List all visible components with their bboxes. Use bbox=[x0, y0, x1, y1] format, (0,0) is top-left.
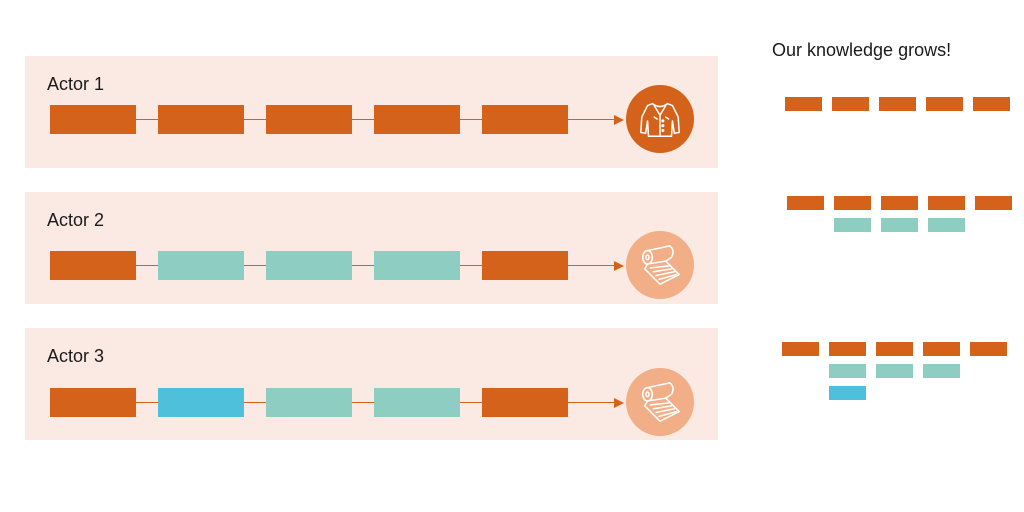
flow-arrowhead bbox=[614, 114, 624, 125]
knowledge-block-teal bbox=[881, 218, 918, 232]
knowledge-block-orange bbox=[834, 196, 871, 210]
process-step-orange bbox=[158, 104, 244, 134]
knowledge-block-orange bbox=[876, 342, 913, 356]
fabric-roll-icon bbox=[626, 231, 694, 299]
knowledge-block-orange bbox=[829, 342, 866, 356]
process-step-orange bbox=[50, 387, 136, 417]
knowledge-block-orange bbox=[926, 97, 963, 111]
knowledge-title: Our knowledge grows! bbox=[772, 40, 952, 60]
knowledge-block-orange bbox=[928, 196, 965, 210]
knowledge-block-orange bbox=[879, 97, 916, 111]
flow-arrowhead bbox=[614, 397, 624, 408]
knowledge-block-orange bbox=[973, 97, 1010, 111]
knowledge-block-orange bbox=[970, 342, 1007, 356]
flow-arrowhead bbox=[614, 260, 624, 271]
actor-panel-3: Actor 3 bbox=[25, 328, 718, 440]
actor-label: Actor 2 bbox=[47, 210, 105, 230]
knowledge-block-orange bbox=[787, 196, 824, 210]
jacket-icon bbox=[626, 85, 694, 153]
process-step-teal bbox=[266, 387, 352, 417]
knowledge-block-orange bbox=[975, 196, 1012, 210]
knowledge-block-orange bbox=[923, 342, 960, 356]
knowledge-block-orange bbox=[832, 97, 869, 111]
actor-label: Actor 3 bbox=[47, 346, 105, 366]
knowledge-block-orange bbox=[782, 342, 819, 356]
process-step-orange bbox=[266, 104, 352, 134]
knowledge-block-teal bbox=[923, 364, 960, 378]
knowledge-block-teal bbox=[876, 364, 913, 378]
actor-label: Actor 1 bbox=[47, 74, 105, 94]
process-step-orange bbox=[50, 250, 136, 280]
process-step-orange bbox=[50, 104, 136, 134]
process-step-teal bbox=[374, 250, 460, 280]
knowledge-block-blue bbox=[829, 386, 866, 400]
actor-panel-2: Actor 2 bbox=[25, 192, 718, 304]
process-step-teal bbox=[374, 387, 460, 417]
process-step-teal bbox=[158, 250, 244, 280]
actor-panel-1: Actor 1 bbox=[25, 56, 718, 168]
process-step-orange bbox=[482, 387, 568, 417]
knowledge-block-orange bbox=[881, 196, 918, 210]
process-step-orange bbox=[482, 104, 568, 134]
process-step-teal bbox=[266, 250, 352, 280]
knowledge-block-teal bbox=[834, 218, 871, 232]
process-step-orange bbox=[482, 250, 568, 280]
knowledge-block-orange bbox=[785, 97, 822, 111]
knowledge-block-teal bbox=[829, 364, 866, 378]
knowledge-block-teal bbox=[928, 218, 965, 232]
fabric-roll-icon bbox=[626, 368, 694, 436]
process-step-orange bbox=[374, 104, 460, 134]
process-step-blue bbox=[158, 387, 244, 417]
